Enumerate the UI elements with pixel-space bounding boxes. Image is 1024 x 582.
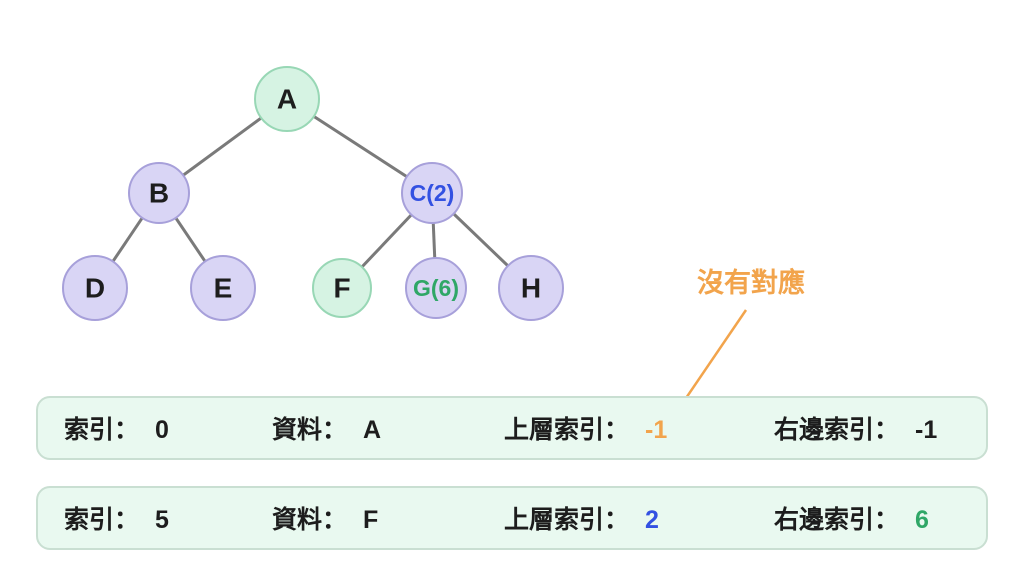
field-right-index: 右邊索引： -1: [774, 410, 937, 446]
index-value: 0: [155, 416, 169, 444]
field-index: 索引： 5: [64, 500, 169, 536]
node-b-circle: [128, 162, 190, 224]
node-g-label: G(6): [413, 275, 459, 301]
data-label: 資料：: [272, 416, 348, 444]
right-index-label: 右邊索引：: [774, 506, 900, 534]
index-label: 索引：: [64, 506, 140, 534]
node-h-label: H: [521, 273, 541, 304]
parent-index-value: -1: [645, 416, 668, 444]
field-index: 索引： 0: [64, 410, 169, 446]
node-g-circle: [405, 257, 467, 319]
right-index-value: 6: [915, 506, 929, 534]
right-index-value: -1: [915, 416, 938, 444]
annotation-label: 沒有對應: [697, 267, 805, 298]
field-parent-index: 上層索引： 2: [504, 500, 659, 536]
node-h-circle: [498, 255, 564, 321]
node-d-label: D: [85, 273, 105, 304]
record-row-2: 索引： 5 資料： F 上層索引： 2 右邊索引： 6: [36, 486, 988, 550]
node-c-circle: [401, 162, 463, 224]
parent-index-value: 2: [645, 506, 659, 534]
right-index-label: 右邊索引：: [774, 416, 900, 444]
data-label: 資料：: [272, 506, 348, 534]
field-right-index: 右邊索引： 6: [774, 500, 929, 536]
parent-index-label: 上層索引：: [504, 506, 630, 534]
record-row-1: 索引： 0 資料： A 上層索引： -1 右邊索引： -1: [36, 396, 988, 460]
node-a-circle: [254, 66, 320, 132]
field-data: 資料： A: [272, 410, 381, 446]
node-e-label: E: [214, 273, 233, 304]
parent-index-label: 上層索引：: [504, 416, 630, 444]
data-value: F: [363, 506, 379, 534]
field-parent-index: 上層索引： -1: [504, 410, 667, 446]
node-d-circle: [62, 255, 128, 321]
node-f-label: F: [333, 273, 350, 304]
field-data: 資料： F: [272, 500, 378, 536]
node-e-circle: [190, 255, 256, 321]
index-value: 5: [155, 506, 169, 534]
node-c-label: C(2): [410, 180, 455, 206]
node-f-circle: [312, 258, 372, 318]
node-b-label: B: [149, 178, 169, 209]
data-value: A: [363, 416, 382, 444]
annotation-pointer-line: [680, 309, 748, 405]
node-a-label: A: [277, 84, 297, 115]
index-label: 索引：: [64, 416, 140, 444]
